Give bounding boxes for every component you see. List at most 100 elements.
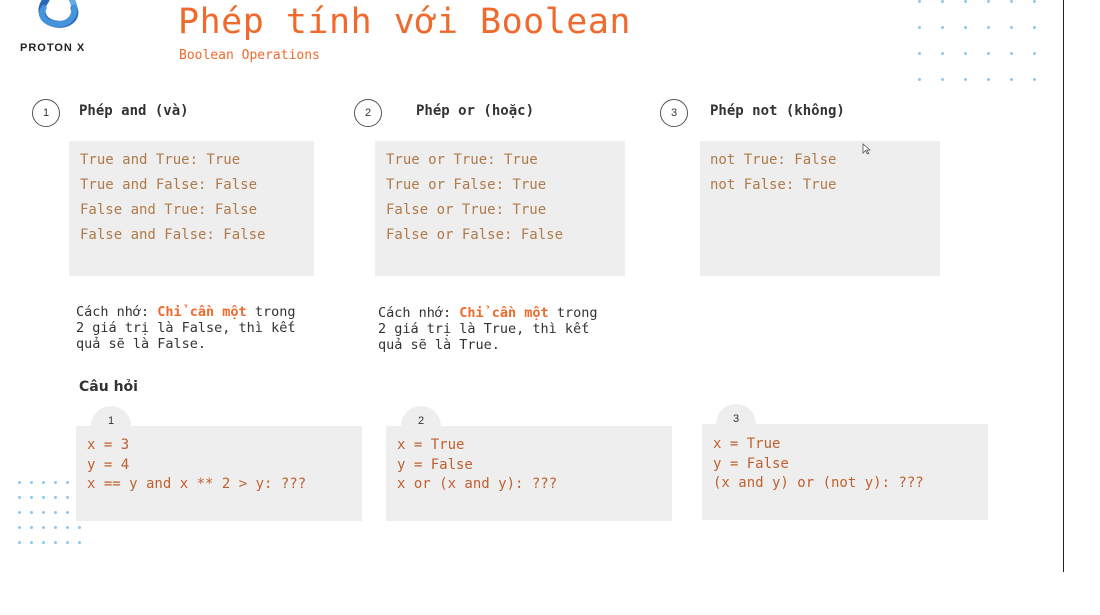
- question-1-box: [76, 426, 362, 521]
- and-truth-table-box: [69, 141, 314, 276]
- tip-highlight: Chỉ cần một: [459, 305, 549, 321]
- decorative-dot: [941, 26, 944, 29]
- decorative-dot: [987, 78, 990, 81]
- or-truth-table-box: [375, 141, 625, 276]
- code-line: y = False: [713, 455, 789, 472]
- and-line: False and True: False: [80, 202, 258, 218]
- decorative-dot: [1033, 0, 1036, 3]
- decorative-dot: [987, 52, 990, 55]
- code-line: y = 4: [87, 456, 130, 473]
- not-line: not False: True: [710, 177, 837, 193]
- decorative-dot: [78, 526, 81, 529]
- section-number-1: 1: [32, 99, 60, 127]
- or-memory-tip: Cách nhớ: Chỉ cần một trong 2 giá trị là…: [378, 305, 648, 353]
- code-line: x == y and x ** 2 > y: ???: [87, 476, 307, 492]
- mouse-cursor-icon: [862, 143, 871, 155]
- code-line: x = True: [397, 437, 465, 453]
- decorative-dot: [964, 52, 967, 55]
- question-3-code: x = True y = False (x and y) or (not y):…: [713, 435, 924, 494]
- proton-x-logo-icon: [38, 0, 79, 28]
- decorative-dot: [18, 541, 21, 544]
- decorative-dot: [66, 481, 69, 484]
- decorative-dot-grid-bottom: [18, 481, 81, 544]
- and-line: True and True: True: [80, 152, 241, 168]
- section-heading-or: Phép or (hoặc): [416, 103, 535, 119]
- page-subtitle: Boolean Operations: [179, 48, 320, 63]
- decorative-dot: [918, 26, 921, 29]
- or-line: False or False: False: [386, 227, 564, 243]
- decorative-dot: [66, 511, 69, 514]
- or-line: False or True: True: [386, 202, 547, 218]
- decorative-dot: [42, 481, 45, 484]
- decorative-dot-grid-top: [918, 0, 1036, 81]
- not-truth-table-box: [700, 141, 940, 276]
- tip-line: 2 giá trị là False, thì kết: [76, 320, 296, 336]
- question-2-code: x = True y = False x or (x and y): ???: [397, 436, 557, 495]
- tip-rest: trong: [548, 305, 598, 321]
- decorative-dot: [1010, 0, 1013, 3]
- or-line: True or True: True: [386, 152, 538, 168]
- decorative-dot: [18, 526, 21, 529]
- decorative-dot: [30, 541, 33, 544]
- decorative-dot: [42, 511, 45, 514]
- question-1-code: x = 3 y = 4 x == y and x ** 2 > y: ???: [87, 436, 306, 495]
- decorative-dot: [964, 26, 967, 29]
- tip-highlight: Chỉ cần một: [157, 304, 247, 320]
- decorative-dot: [30, 481, 33, 484]
- page-title: Phép tính với Boolean: [178, 2, 632, 42]
- section-number-3: 3: [660, 99, 688, 127]
- decorative-dot: [941, 52, 944, 55]
- decorative-dot: [987, 26, 990, 29]
- decorative-dot: [66, 526, 69, 529]
- decorative-dot: [54, 541, 57, 544]
- section-heading-and: Phép and (và): [79, 103, 189, 119]
- decorative-dot: [78, 541, 81, 544]
- decorative-dot: [66, 541, 69, 544]
- or-line: True or False: True: [386, 177, 547, 193]
- decorative-dot: [30, 496, 33, 499]
- tip-prefix: Cách nhớ:: [76, 304, 158, 320]
- tip-line: quả sẽ là False.: [76, 336, 207, 352]
- slide-right-border: [1063, 0, 1064, 572]
- decorative-dot: [941, 0, 944, 3]
- decorative-dot: [1033, 78, 1036, 81]
- questions-title: Câu hỏi: [79, 379, 138, 395]
- decorative-dot: [1010, 26, 1013, 29]
- tip-prefix: Cách nhớ:: [378, 305, 460, 321]
- not-truth-table: not True: False not False: True: [710, 148, 836, 198]
- code-line: (x and y) or (not y): ???: [713, 475, 924, 491]
- and-line: False and False: False: [80, 227, 266, 243]
- decorative-dot: [1010, 52, 1013, 55]
- or-truth-table: True or True: True True or False: True F…: [386, 148, 563, 248]
- decorative-dot: [18, 496, 21, 499]
- code-line: x or (x and y): ???: [397, 476, 558, 492]
- decorative-dot: [964, 0, 967, 3]
- decorative-dot: [54, 526, 57, 529]
- section-heading-not: Phép not (không): [710, 103, 845, 119]
- decorative-dot: [54, 481, 57, 484]
- decorative-dot: [1010, 78, 1013, 81]
- decorative-dot: [18, 481, 21, 484]
- decorative-dot: [30, 526, 33, 529]
- code-line: x = True: [713, 436, 781, 452]
- code-line: y = False: [397, 456, 473, 473]
- section-number-2: 2: [354, 99, 382, 127]
- tip-line: 2 giá trị là True, thì kết: [378, 321, 590, 337]
- question-2-box: [386, 426, 672, 521]
- and-line: True and False: False: [80, 177, 258, 193]
- decorative-dot: [66, 496, 69, 499]
- decorative-dot: [42, 496, 45, 499]
- and-truth-table: True and True: True True and False: Fals…: [80, 148, 265, 248]
- decorative-dot: [941, 78, 944, 81]
- decorative-dot: [30, 511, 33, 514]
- brand-name: PROTON X: [20, 42, 86, 54]
- tip-line: quả sẽ là True.: [378, 337, 500, 353]
- decorative-dot: [1033, 26, 1036, 29]
- tip-rest: trong: [246, 304, 296, 320]
- decorative-dot: [42, 526, 45, 529]
- decorative-dot: [918, 0, 921, 3]
- code-line: x = 3: [87, 437, 130, 453]
- question-3-box: [702, 424, 988, 520]
- decorative-dot: [54, 511, 57, 514]
- decorative-dot: [964, 78, 967, 81]
